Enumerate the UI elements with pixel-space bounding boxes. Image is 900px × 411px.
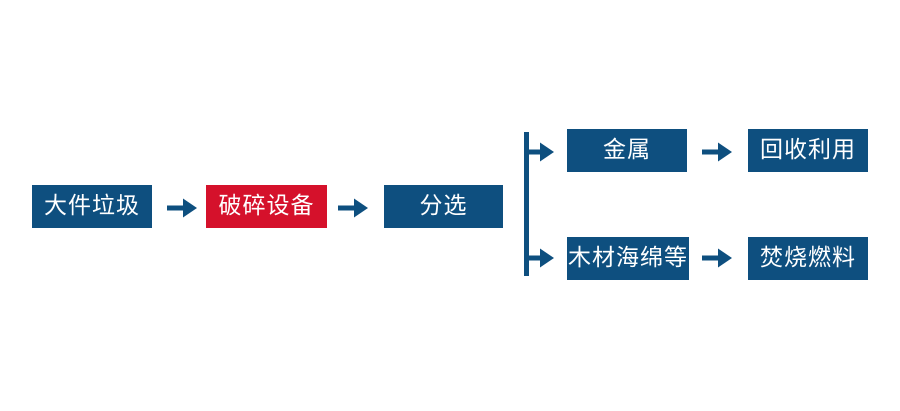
flow-node-wood-sponge: 木材海绵等 bbox=[567, 237, 689, 280]
arrow-right-icon bbox=[528, 248, 554, 268]
flow-node-label: 焚烧燃料 bbox=[760, 245, 856, 271]
flow-node-metal: 金属 bbox=[567, 129, 687, 172]
branch-connector-line bbox=[524, 132, 529, 276]
flow-node-crushing-equipment: 破碎设备 bbox=[206, 185, 327, 228]
arrow-right-icon bbox=[702, 142, 732, 162]
flow-node-label: 回收利用 bbox=[760, 137, 856, 163]
arrow-right-icon bbox=[528, 142, 554, 162]
flow-node-sorting: 分选 bbox=[384, 185, 503, 228]
flow-node-bulky-waste: 大件垃圾 bbox=[32, 185, 152, 228]
flow-node-label: 分选 bbox=[419, 193, 468, 219]
flow-node-label: 木材海绵等 bbox=[568, 245, 688, 271]
arrow-right-icon bbox=[338, 198, 368, 218]
arrow-right-icon bbox=[702, 248, 732, 268]
flow-node-incineration-fuel: 焚烧燃料 bbox=[748, 237, 868, 280]
flow-node-label: 大件垃圾 bbox=[44, 193, 140, 219]
arrow-right-icon bbox=[167, 198, 197, 218]
flow-node-recycling: 回收利用 bbox=[748, 129, 868, 172]
flow-node-label: 金属 bbox=[603, 137, 651, 163]
flow-node-label: 破碎设备 bbox=[218, 193, 315, 219]
